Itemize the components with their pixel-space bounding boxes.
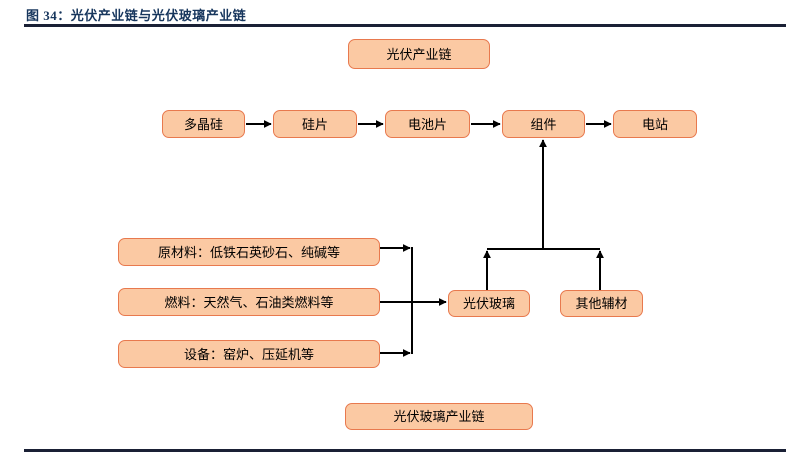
node-power-station: 电站 [613,110,697,138]
node-cell: 电池片 [385,110,470,138]
node-fuel: 燃料：天然气、石油类燃料等 [118,288,380,316]
node-pv-chain-label: 光伏产业链 [348,39,490,69]
node-module: 组件 [502,110,585,138]
figure-title: 图 34：光伏产业链与光伏玻璃产业链 [26,8,247,23]
title-underline [24,24,786,27]
node-equipment: 设备：窑炉、压延机等 [118,340,380,368]
node-pv-glass-chain-label: 光伏玻璃产业链 [345,403,533,430]
node-polysilicon: 多晶硅 [162,110,245,138]
node-raw-materials: 原材料：低铁石英砂石、纯碱等 [118,238,380,266]
bottom-divider [24,449,786,452]
node-pv-glass: 光伏玻璃 [448,290,530,317]
node-wafer: 硅片 [273,110,357,138]
node-other-auxiliary: 其他辅材 [560,290,643,317]
